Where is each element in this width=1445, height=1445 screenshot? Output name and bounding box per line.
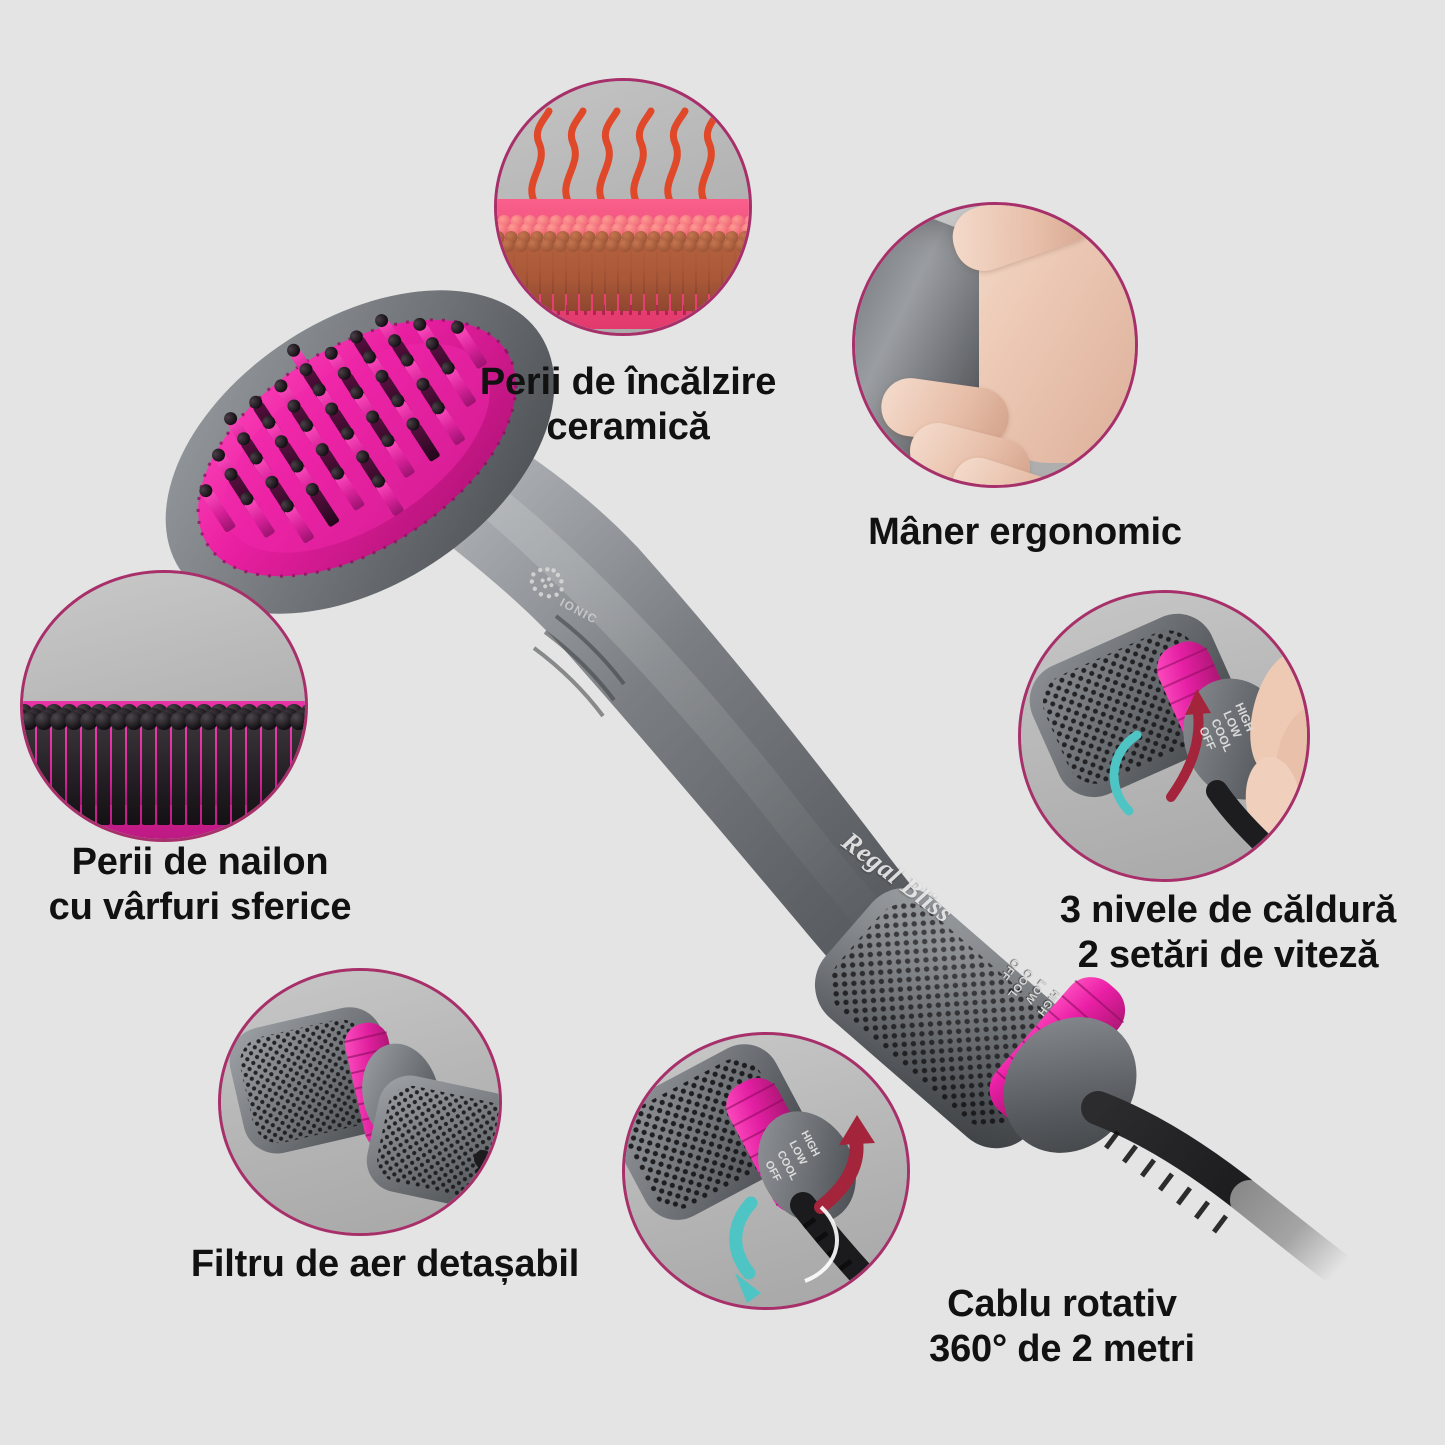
rotate-arrow-teal	[1109, 730, 1142, 816]
caption-ceramic-brushes: Perii de încălzire ceramică	[479, 361, 777, 448]
feature-circle-ceramic-brushes	[494, 78, 752, 336]
product-handle	[352, 398, 1030, 1085]
ionic-dots-icon	[529, 567, 564, 599]
feature-circle-ergonomic-handle	[852, 202, 1138, 488]
caption-swivel-cord: Cablu rotativ 360° de 2 metri	[929, 1283, 1195, 1370]
tail-cap	[1003, 1017, 1137, 1153]
nylon-brush-pad	[23, 701, 305, 839]
caption-ergonomic-handle: Mâner ergonomic	[868, 511, 1182, 553]
power-cord	[1081, 1091, 1397, 1317]
ionic-badge: IONIC	[505, 557, 606, 651]
filter-barrel-icon	[229, 1007, 499, 1211]
rotation-arrows-icon: HIGH LOW COOL OFF	[625, 1044, 888, 1303]
dial-icon: HIGH LOW COOL OFF	[1029, 613, 1307, 878]
feature-circle-swivel-cord: HIGH LOW COOL OFF	[622, 1032, 910, 1310]
feature-circle-heat-settings: HIGH LOW COOL OFF	[1018, 590, 1310, 882]
ionic-label: IONIC	[557, 595, 601, 627]
caption-heat-settings: 3 nivele de căldură 2 setări de viteză	[1059, 889, 1397, 976]
brand-logo: Regal Bliss	[836, 825, 959, 929]
caption-detachable-filter: Filtru de aer detașabil	[190, 1243, 580, 1285]
heat-waves-icon	[528, 107, 723, 207]
ceramic-brush-pad	[497, 199, 749, 329]
feature-circle-detachable-filter	[218, 968, 502, 1236]
arrow-down-teal	[729, 1196, 758, 1280]
caption-nylon-bristles: Perii de nailon cu vârfuri sferice	[48, 841, 352, 928]
cord-strain-relief	[1104, 1130, 1228, 1234]
cord	[474, 1150, 499, 1203]
feature-circle-nylon-bristles	[20, 570, 308, 842]
rotate-arrow-red	[1166, 700, 1204, 802]
